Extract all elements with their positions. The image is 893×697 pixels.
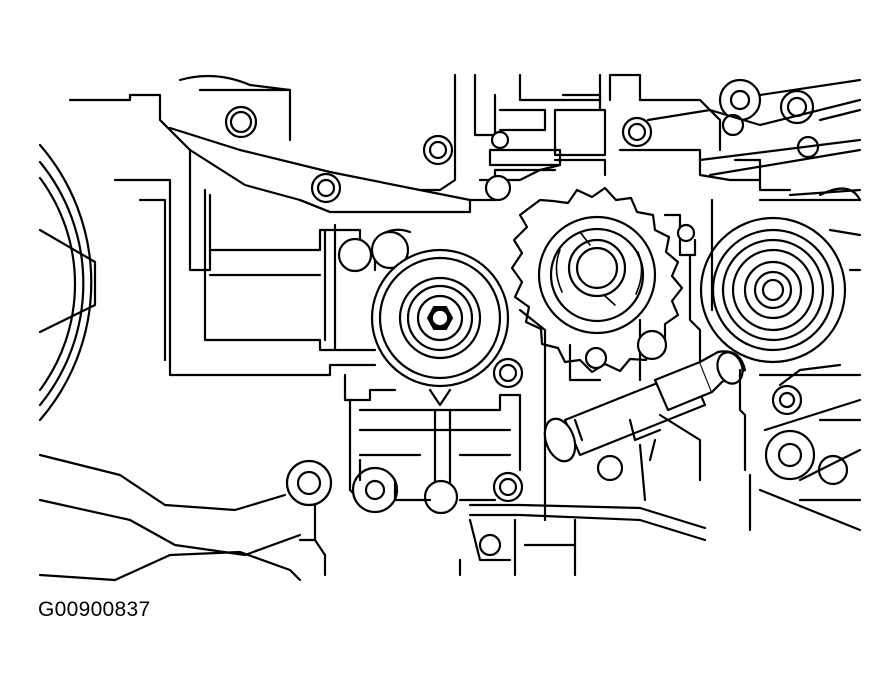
hydraulic-tensioner bbox=[543, 350, 747, 502]
crank-pulley bbox=[38, 143, 97, 422]
timing-cover-backplate bbox=[68, 93, 557, 402]
upper-right-bracket bbox=[618, 78, 862, 202]
upper-left-holes bbox=[178, 74, 373, 273]
figure-code: G00900837 bbox=[38, 598, 151, 621]
upper-center-block bbox=[418, 73, 642, 202]
lower-left-fastener bbox=[285, 459, 333, 577]
right-lower-bracket bbox=[738, 363, 862, 532]
lower-center-frame bbox=[348, 357, 707, 577]
idler-pulley bbox=[699, 187, 862, 364]
tensioner-pulley bbox=[370, 228, 510, 407]
center-right-block bbox=[518, 198, 714, 522]
lower-left-housing bbox=[38, 453, 302, 582]
